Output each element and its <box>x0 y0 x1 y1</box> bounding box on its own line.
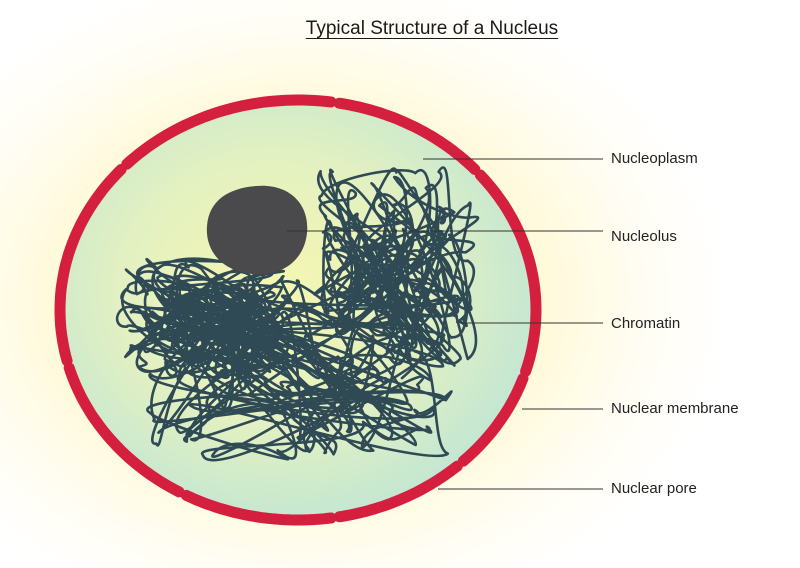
chromatin-strand <box>316 168 478 367</box>
label-nucleoplasm: Nucleoplasm <box>611 150 698 167</box>
membrane-segment <box>54 164 127 367</box>
label-chromatin: Chromatin <box>611 315 681 332</box>
chromatin-network <box>115 166 480 462</box>
membrane-segment <box>333 97 481 175</box>
membrane-segment <box>457 372 529 467</box>
chromatin-strand <box>146 279 437 461</box>
chromatin-strand <box>313 181 469 355</box>
membrane-segment <box>63 362 185 498</box>
membrane-segment <box>474 169 542 377</box>
callout-lines <box>287 158 603 490</box>
nuclear-membrane <box>54 94 542 526</box>
membrane-segment <box>333 460 463 523</box>
chromatin-strand <box>318 188 472 366</box>
membrane-segment <box>180 489 337 526</box>
chromatin-strand <box>145 276 453 456</box>
chromatin-strand <box>150 282 446 462</box>
label-nucleolus: Nucleolus <box>611 228 677 245</box>
label-nuclear-pore: Nuclear pore <box>611 480 697 497</box>
label-nuclear-membrane: Nuclear membrane <box>611 400 739 417</box>
diagram-title: Typical Structure of a Nucleus <box>305 18 559 39</box>
membrane-segment <box>121 94 337 170</box>
nucleolus-body <box>206 185 308 275</box>
